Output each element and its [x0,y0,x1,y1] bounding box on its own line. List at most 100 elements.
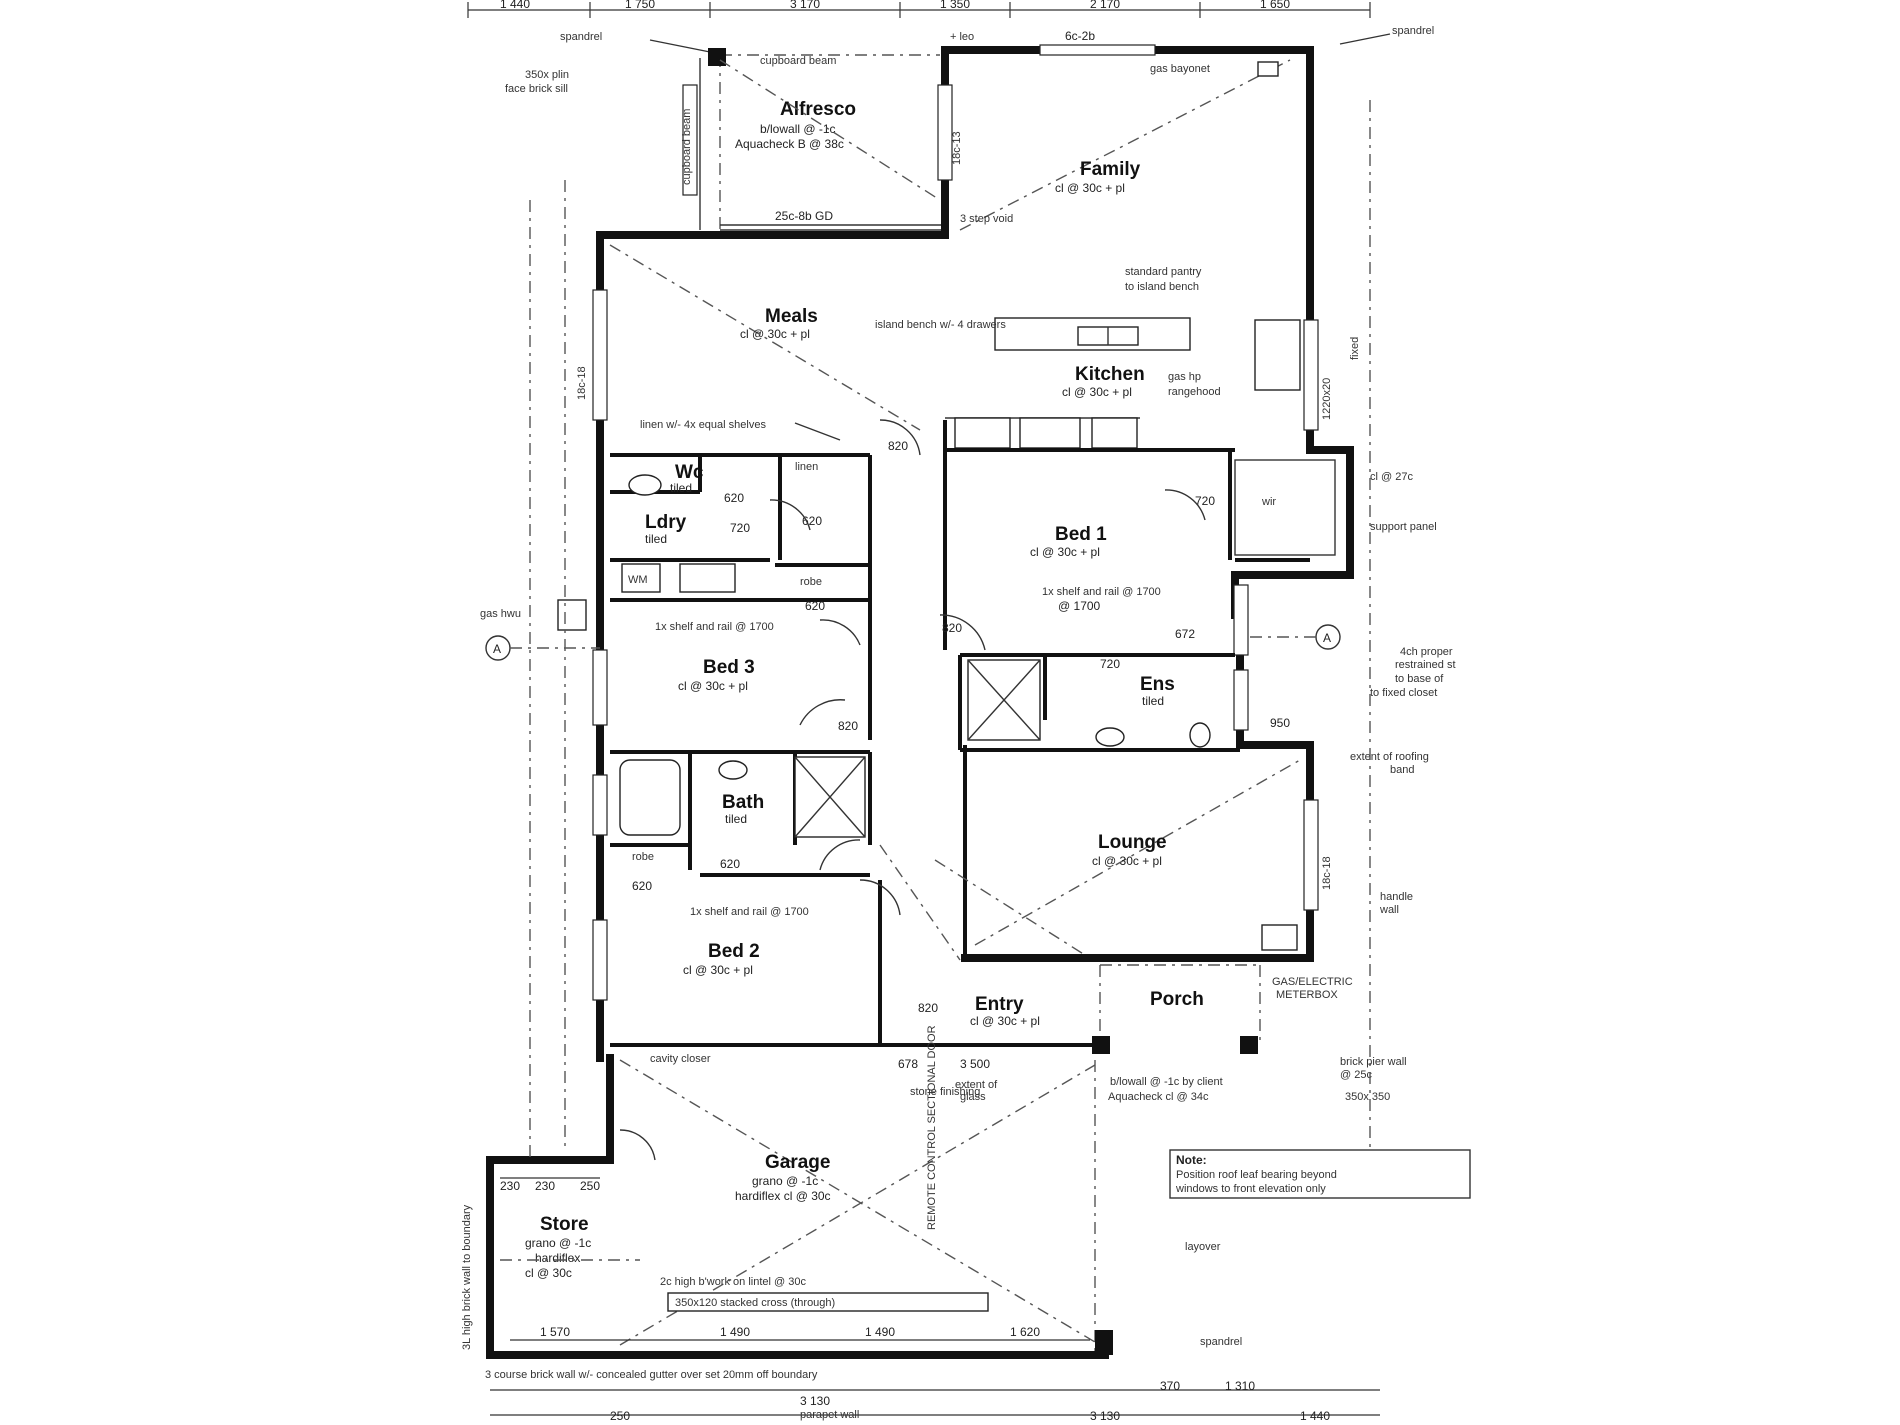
ldry-name: Ldry [645,512,687,533]
kitchen-name: Kitchen [1075,364,1145,385]
dim-720-ldry: 720 [730,521,750,535]
dim-720-ens: 720 [1100,657,1120,671]
note-line-2: windows to front elevation only [1175,1183,1326,1195]
exterior-walls [486,46,1354,1359]
kitchen-drawers-note: island bench w/- 4 drawers [875,319,1006,331]
washing-machine [621,563,661,593]
dim-g1: 1 570 [540,1325,570,1339]
post-note-2: face brick sill [505,83,568,95]
dim-e1: 678 [898,1057,918,1071]
garage-door-label: REMOTE CONTROL SECTIONAL DOOR [926,1025,938,1230]
svg-text:25c-8b GD: 25c-8b GD [775,209,833,223]
svg-text:350x 350: 350x 350 [1345,1091,1390,1103]
svg-text:cl @ 27c: cl @ 27c [1370,471,1413,483]
note-title: Note: [1176,1153,1207,1167]
meals-name: Meals [765,306,818,327]
svg-text:18c-18: 18c-18 [1321,856,1333,890]
svg-text:extent of roofing: extent of roofing [1350,751,1429,763]
svg-text:@ 25c: @ 25c [1340,1069,1372,1081]
cupboard-beam-label: cupboard beam [760,55,836,67]
svg-text:fixed: fixed [1349,337,1361,360]
garage-room: Garage grano @ -1c hardiflex cl @ 30c ca… [510,1025,1242,1355]
entry-porch: Entry cl @ 30c + pl Porch 820 GAS/ELECTR… [918,964,1407,1103]
ens-toilet [1189,722,1211,748]
dim-820-bed3: 820 [838,719,858,733]
svg-text:METERBOX: METERBOX [1276,989,1338,1001]
wc-toilet [628,474,662,496]
porch-post-left [1092,1036,1110,1054]
bath-tub [619,759,681,836]
meals-room: Meals cl @ 30c + pl linen w/- 4x equal s… [609,244,921,441]
dim-top-4: 1 350 [940,0,970,11]
dim-820-hall: 820 [888,439,908,453]
dim-bot-6: 3 130 [1090,1409,1120,1423]
bed2-room: Bed 2 cl @ 30c + pl 1x shelf and rail @ … [683,906,809,977]
gas-bayonet-label: gas bayonet [1150,63,1210,75]
meals-spec: cl @ 30c + pl [740,327,810,341]
dim-672: 672 [1175,627,1195,641]
alfresco-spec-2: Aquacheck B @ 38c [735,137,844,151]
bath-spec: tiled [725,812,747,826]
linen-shelves-note: linen w/- 4x equal shelves [640,419,766,431]
bed2-name: Bed 2 [708,941,760,962]
svg-text:18c-13: 18c-13 [951,131,963,165]
bed1-spec: cl @ 30c + pl [1030,545,1100,559]
porch-post-right [1240,1036,1258,1054]
cooktop [1254,319,1301,391]
svg-text:820: 820 [918,1001,938,1015]
top-dimension-string: 1 440 1 750 3 170 1 350 2 170 1 650 [467,0,1371,18]
garage-post [1095,1330,1113,1355]
svg-text:6c-2b: 6c-2b [1065,29,1095,43]
dim-620-bath: 620 [720,857,740,871]
family-room: Family cl @ 30c + pl gas bayonet 3 step … [959,59,1291,231]
svg-text:rangehood: rangehood [1168,386,1221,398]
dim-720-wir: 720 [1195,494,1215,508]
svg-text:support panel: support panel [1370,521,1437,533]
ens-name: Ens [1140,674,1175,695]
svg-text:stone finishing: stone finishing [910,1086,980,1098]
fridge-space [1091,417,1138,449]
bottom-dimension-string: 3 course brick wall w/- concealed gutter… [485,1369,1380,1423]
wc-spec: tiled [670,481,692,495]
section-markers: gas hwu A A 4ch proper restrained st to … [480,599,1456,916]
svg-text:350x120 stacked cross (through: 350x120 stacked cross (through) [675,1297,835,1309]
kitchen-spec: cl @ 30c + pl [1062,385,1132,399]
bath-name: Bath [722,792,764,813]
svg-text:gas hp: gas hp [1168,371,1201,383]
svg-text:glass: glass [960,1091,986,1103]
door-swings [619,419,1206,1161]
svg-text:handle: handle [1380,891,1413,903]
kitchen-room: standard pantry to island bench Kitchen … [875,266,1301,449]
bed1-robe-note: 1x shelf and rail @ 1700 [1042,586,1161,598]
dim-bot-2: 370 [1160,1379,1180,1393]
dim-e2: 3 500 [960,1057,990,1071]
family-spec: cl @ 30c + pl [1055,181,1125,195]
svg-text:3 course brick wall w/- concea: 3 course brick wall w/- concealed gutter… [485,1369,818,1381]
svg-text:1220x20: 1220x20 [1321,378,1333,420]
kitchen-bench-note: standard pantry [1125,266,1202,278]
store-spec-2: hardiflex [535,1251,580,1265]
svg-text:WM: WM [628,574,648,586]
dim-top-5: 2 170 [1090,0,1120,11]
dim-top-6: 1 650 [1260,0,1290,11]
bed3-name: Bed 3 [703,657,755,678]
ens-spec: tiled [1142,694,1164,708]
alfresco-spec-1: b/lowall @ -1c [760,122,836,136]
garage-spec-1: grano @ -1c [752,1174,818,1188]
bed3-spec: cl @ 30c + pl [678,679,748,693]
ensuite-room: Ens tiled 720 950 [967,657,1290,748]
dim-s3: 250 [580,1179,600,1193]
post-note: 350x plin [525,69,569,81]
svg-text:to fixed closet: to fixed closet [1370,687,1437,699]
svg-text:wall: wall [1379,904,1399,916]
porch-name: Porch [1150,989,1204,1010]
lounge-room: Lounge cl @ 30c + pl [974,759,1301,951]
note-box: Note: Position roof leaf bearing beyond … [1169,1149,1471,1199]
svg-text:to base of: to base of [1395,673,1444,685]
dim-bot-4: 1 440 [1300,1409,1330,1423]
bed2-spec: cl @ 30c + pl [683,963,753,977]
linen-label: linen [795,461,818,473]
store-spec-3: cl @ 30c [525,1266,572,1280]
svg-text:band: band [1390,764,1414,776]
